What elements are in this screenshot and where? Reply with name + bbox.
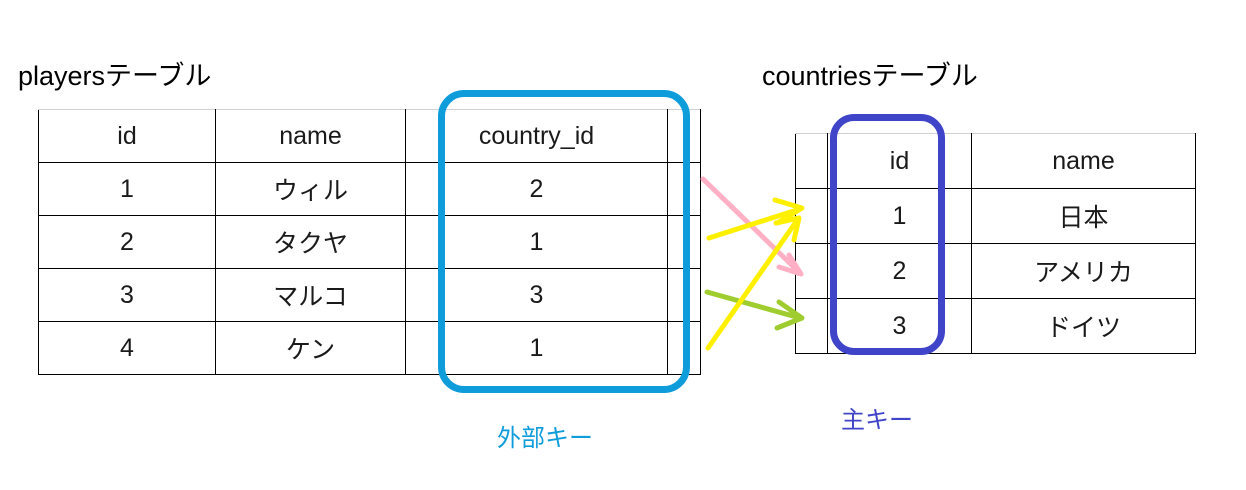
- table-row: 3 マルコ 3: [38, 268, 701, 322]
- cell-spacer: [667, 268, 701, 322]
- cell-spacer: [795, 243, 828, 299]
- cell-name: ドイツ: [971, 298, 1196, 354]
- cell-id: 4: [38, 321, 216, 375]
- relation-arrow-pink: [700, 176, 804, 277]
- column-header-country-id: country_id: [405, 109, 668, 163]
- cell-country-id: 3: [405, 268, 668, 322]
- cell-country-id: 2: [405, 162, 668, 216]
- cell-id: 1: [38, 162, 216, 216]
- table-row: 4 ケン 1: [38, 321, 701, 375]
- column-header-spacer: [667, 109, 701, 163]
- column-header-name: name: [215, 109, 406, 163]
- column-header-id: id: [38, 109, 216, 163]
- players-table-caption: playersテーブル: [18, 61, 212, 91]
- cell-spacer: [667, 162, 701, 216]
- cell-spacer: [667, 321, 701, 375]
- table-row: 1 ウィル 2: [38, 162, 701, 216]
- cell-name: アメリカ: [971, 243, 1196, 299]
- cell-country-id: 1: [405, 215, 668, 269]
- cell-name: 日本: [971, 188, 1196, 244]
- cell-name: タクヤ: [215, 215, 406, 269]
- cell-id: 2: [38, 215, 216, 269]
- cell-id: 2: [827, 243, 972, 299]
- foreign-key-label: 外部キー: [497, 425, 593, 452]
- cell-name: マルコ: [215, 268, 406, 322]
- table-row: 2 タクヤ 1: [38, 215, 701, 269]
- cell-spacer: [795, 298, 828, 354]
- cell-id: 1: [827, 188, 972, 244]
- table-row: 3 ドイツ: [795, 298, 1196, 354]
- relation-arrow-yellow-lower: [705, 215, 802, 351]
- primary-key-label: 主キー: [841, 407, 913, 434]
- relation-arrow-yellow-upper: [706, 197, 805, 241]
- countries-table-caption: countriesテーブル: [762, 61, 978, 91]
- cell-id: 3: [827, 298, 972, 354]
- players-table: id name country_id 1 ウィル 2 2 タクヤ 1 3 マルコ…: [38, 109, 701, 375]
- cell-name: ケン: [215, 321, 406, 375]
- table-row: 1 日本: [795, 188, 1196, 244]
- column-header-name: name: [971, 133, 1196, 189]
- cell-name: ウィル: [215, 162, 406, 216]
- table-header-row: id name country_id: [38, 109, 701, 163]
- countries-table: id name 1 日本 2 アメリカ 3 ドイツ: [795, 133, 1196, 354]
- cell-id: 3: [38, 268, 216, 322]
- cell-country-id: 1: [405, 321, 668, 375]
- relation-arrow-green: [704, 289, 805, 331]
- column-header-id: id: [827, 133, 972, 189]
- cell-spacer: [667, 215, 701, 269]
- column-header-spacer: [795, 133, 828, 189]
- table-header-row: id name: [795, 133, 1196, 189]
- cell-spacer: [795, 188, 828, 244]
- table-row: 2 アメリカ: [795, 243, 1196, 299]
